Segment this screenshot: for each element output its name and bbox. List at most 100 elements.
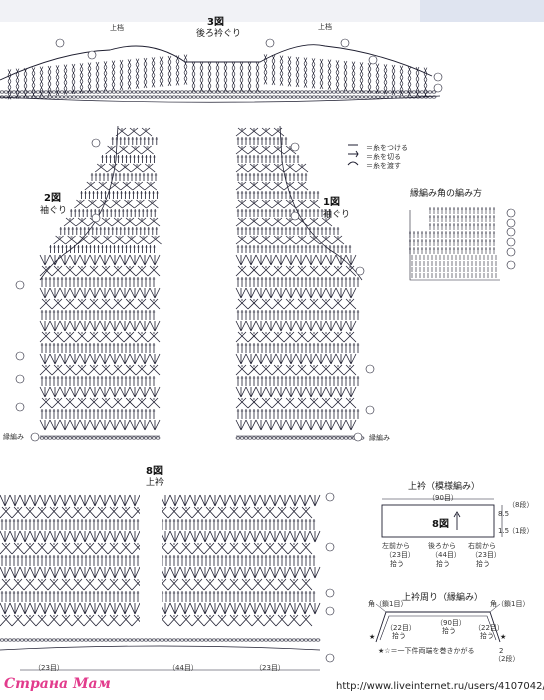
collar-fan-stitch bbox=[79, 602, 86, 615]
yoke-stitch bbox=[71, 63, 76, 71]
source-url[interactable]: http://www.liveinternet.ru/users/4107042… bbox=[336, 681, 544, 692]
ribbing-chain bbox=[39, 436, 45, 440]
body-fan-stitch bbox=[44, 419, 51, 431]
collar-direction-head bbox=[453, 511, 461, 518]
body-fan-stitch bbox=[144, 386, 151, 398]
body-fan-stitch bbox=[149, 419, 156, 431]
collar-fan-stitch bbox=[84, 530, 91, 543]
body-fan-stitch bbox=[275, 320, 282, 332]
yoke-chain bbox=[395, 90, 401, 94]
yoke-stitch bbox=[47, 77, 52, 85]
body-fan-stitch bbox=[119, 353, 126, 365]
yoke-chain bbox=[171, 90, 177, 94]
yoke-stitch bbox=[135, 82, 140, 89]
collar-fan-stitch bbox=[14, 494, 21, 507]
collar-chain bbox=[39, 638, 45, 642]
body-cross-stitch bbox=[123, 265, 135, 277]
collar-chain bbox=[175, 638, 181, 642]
body-cross-stitch bbox=[113, 364, 125, 376]
collar-cross-stitch bbox=[37, 542, 49, 555]
yoke-stitch bbox=[79, 69, 84, 76]
ribbing-chain bbox=[107, 436, 113, 440]
collar-fan-stitch bbox=[244, 566, 251, 579]
body-cross-stitch bbox=[309, 331, 321, 343]
ribbing-chain bbox=[271, 436, 277, 440]
collar-cross-stitch bbox=[35, 614, 47, 627]
yoke-stitch bbox=[271, 78, 276, 86]
body-cross-stitch bbox=[237, 265, 249, 277]
yoke-chain bbox=[31, 95, 37, 99]
body-cross-stitch bbox=[137, 265, 149, 277]
collar-fan-stitch bbox=[254, 494, 261, 507]
ribbing-chain bbox=[247, 436, 253, 440]
yoke-stitch bbox=[231, 73, 236, 81]
collar-chain bbox=[11, 638, 17, 642]
armhole-outline-left bbox=[39, 125, 119, 281]
yoke-chain bbox=[347, 90, 353, 94]
body-fan-stitch bbox=[350, 320, 357, 332]
yoke-stitch bbox=[287, 56, 292, 63]
body-fan-stitch bbox=[99, 254, 106, 266]
yoke-chain bbox=[239, 90, 245, 94]
collar-chain bbox=[271, 638, 277, 642]
yoke-chain bbox=[347, 95, 353, 99]
collar-fan-stitch bbox=[94, 494, 101, 507]
collar-fan-stitch bbox=[284, 530, 291, 543]
body-cross-stitch bbox=[285, 298, 297, 310]
armhole-cross-stitch bbox=[134, 199, 145, 209]
row-number-marker bbox=[365, 364, 375, 374]
yoke-chain bbox=[255, 90, 261, 94]
yoke-stitch bbox=[159, 56, 164, 63]
collar-cross-stitch bbox=[253, 578, 265, 591]
collar-cross-stitch bbox=[301, 542, 313, 555]
collar-edge-count-top: （90目） bbox=[436, 619, 466, 627]
collar-fan-stitch bbox=[189, 530, 196, 543]
collar-chain bbox=[307, 638, 313, 642]
row-number-marker bbox=[355, 266, 365, 276]
yoke-stitch bbox=[343, 60, 348, 68]
collar-fan-stitch bbox=[314, 566, 321, 579]
armhole-cross-stitch bbox=[247, 217, 259, 227]
collar-cross-stitch bbox=[23, 578, 35, 591]
edge-corner-title: 縁編み角の編み方 bbox=[410, 189, 483, 199]
armhole-cross-stitch bbox=[249, 127, 261, 137]
collar-fan-stitch bbox=[269, 530, 276, 543]
body-fan-stitch bbox=[235, 320, 242, 332]
yoke-stitch bbox=[39, 90, 44, 97]
collar-center-gap bbox=[140, 490, 162, 640]
collar-cross-stitch bbox=[49, 506, 61, 519]
body-cross-stitch bbox=[235, 298, 247, 310]
yoke-stitch bbox=[175, 61, 180, 68]
body-fan-stitch bbox=[49, 419, 56, 431]
collar-pick-left-t: 拾う bbox=[390, 560, 404, 568]
collar-cross-stitch bbox=[191, 578, 203, 591]
body-fan-stitch bbox=[49, 386, 56, 398]
body-fan-stitch bbox=[295, 353, 302, 365]
yoke-chain bbox=[335, 90, 341, 94]
collar-cross-stitch bbox=[241, 614, 253, 627]
yoke-stitch bbox=[399, 83, 404, 90]
body-cross-stitch bbox=[343, 364, 355, 376]
collar-fan-stitch bbox=[9, 566, 16, 579]
collar-fan-stitch bbox=[4, 530, 11, 543]
body-fan-stitch bbox=[325, 419, 332, 431]
yoke-chain bbox=[355, 90, 361, 94]
body-fan-stitch bbox=[245, 287, 252, 299]
body-fan-stitch bbox=[350, 386, 357, 398]
yoke-stitch bbox=[191, 73, 196, 81]
collar-cross-stitch bbox=[299, 614, 311, 627]
yoke-chain bbox=[91, 90, 97, 94]
armhole-cross-stitch bbox=[94, 163, 106, 173]
armhole-cross-stitch bbox=[113, 217, 125, 227]
body-cross-stitch bbox=[125, 331, 137, 343]
body-cross-stitch bbox=[283, 265, 295, 277]
collar-chain bbox=[223, 638, 229, 642]
body-cross-stitch bbox=[63, 331, 75, 343]
body-fan-stitch bbox=[144, 353, 151, 365]
collar-cross-stitch bbox=[215, 506, 227, 519]
yoke-stitch bbox=[239, 61, 244, 69]
yoke-chain bbox=[147, 90, 153, 94]
collar-cross-stitch bbox=[11, 542, 23, 555]
body-cross-stitch bbox=[297, 331, 309, 343]
collar-cross-stitch bbox=[239, 506, 251, 519]
